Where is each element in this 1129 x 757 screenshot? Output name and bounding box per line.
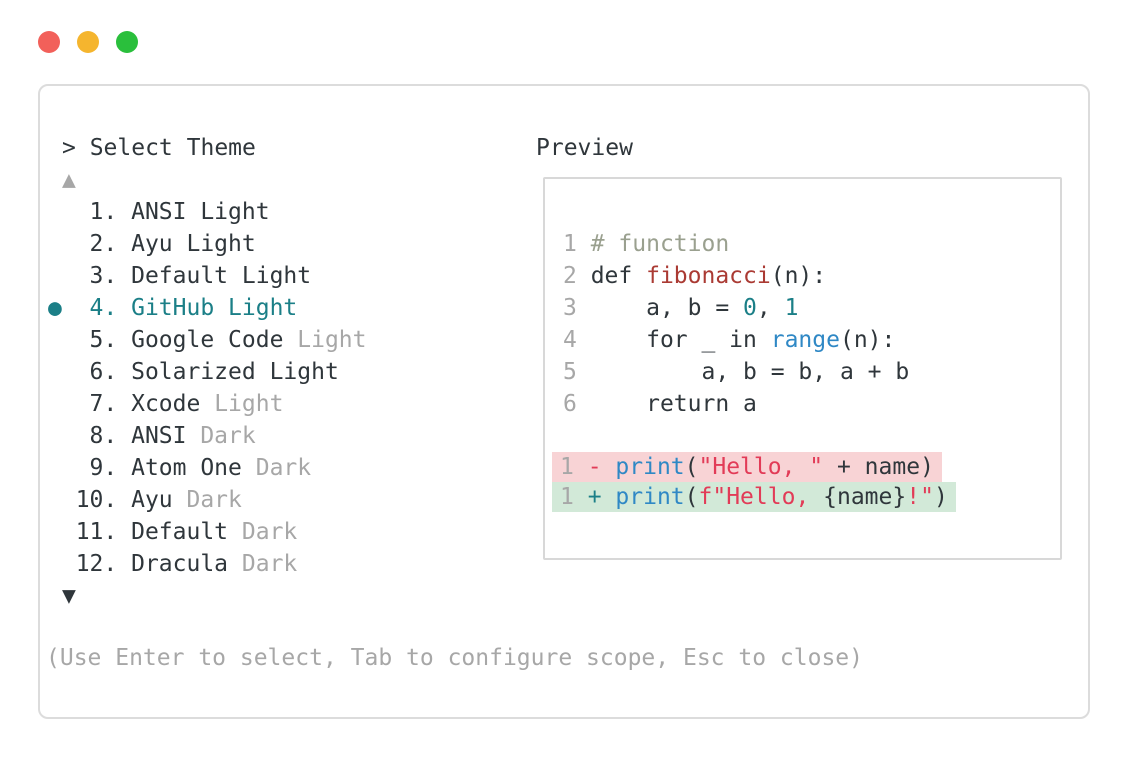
token-func: fibonacci bbox=[646, 263, 771, 289]
option-number: 11. bbox=[48, 519, 132, 545]
theme-variant-suffix: Dark bbox=[228, 551, 298, 577]
theme-name: Default Light bbox=[131, 263, 312, 289]
theme-option-1[interactable]: 1. ANSI Light bbox=[48, 196, 367, 228]
option-number: 10. bbox=[48, 487, 132, 513]
preview-label: Preview bbox=[536, 135, 633, 161]
diff-removed-line: 1 - print("Hello, " + name) bbox=[552, 452, 942, 482]
theme-option-11[interactable]: 11. Default Dark bbox=[48, 516, 367, 548]
theme-option-10[interactable]: 10. Ayu Dark bbox=[48, 484, 367, 516]
theme-variant-suffix: Light bbox=[200, 391, 284, 417]
line-number: 6 bbox=[563, 391, 591, 417]
token-text: (n): bbox=[770, 263, 827, 289]
option-number: 5. bbox=[48, 327, 132, 353]
theme-option-9[interactable]: 9. Atom One Dark bbox=[48, 452, 367, 484]
minus-sign: - bbox=[587, 454, 616, 480]
code-line-6: 6 return a bbox=[563, 388, 909, 420]
token-text: return a bbox=[590, 391, 757, 417]
theme-name: GitHub Light bbox=[131, 295, 298, 321]
code-line-1: 1 # function bbox=[563, 228, 909, 260]
maximize-button[interactable] bbox=[116, 31, 138, 53]
scroll-down-indicator: ▼ bbox=[62, 583, 76, 609]
token-string: f"Hello, bbox=[698, 484, 824, 510]
theme-option-12[interactable]: 12. Dracula Dark bbox=[48, 548, 367, 580]
theme-name: Ayu Light bbox=[131, 231, 256, 257]
token-text: a, b = b, a + b bbox=[590, 359, 910, 385]
line-number: 4 bbox=[563, 327, 591, 353]
theme-name: Default bbox=[131, 519, 229, 545]
theme-name: Google Code bbox=[131, 327, 284, 353]
code-line-3: 3 a, b = 0, 1 bbox=[563, 292, 909, 324]
code-line-2: 2 def fibonacci(n): bbox=[563, 260, 909, 292]
token-text: ( bbox=[684, 454, 699, 480]
code-line-5: 5 a, b = b, a + b bbox=[563, 356, 909, 388]
theme-variant-suffix: Dark bbox=[186, 423, 256, 449]
theme-variant-suffix: Dark bbox=[172, 487, 242, 513]
theme-option-6[interactable]: 6. Solarized Light bbox=[48, 356, 367, 388]
option-number: 1. bbox=[48, 199, 132, 225]
theme-variant-suffix: Dark bbox=[228, 519, 298, 545]
minimize-button[interactable] bbox=[77, 31, 99, 53]
token-text: , bbox=[756, 295, 785, 321]
option-number: 3. bbox=[48, 263, 132, 289]
line-number: 2 bbox=[563, 263, 591, 289]
plus-sign: + bbox=[587, 484, 616, 510]
theme-name: ANSI bbox=[131, 423, 187, 449]
theme-option-3[interactable]: 3. Default Light bbox=[48, 260, 367, 292]
theme-name: Xcode bbox=[131, 391, 201, 417]
theme-picker-panel: > Select Theme Preview ▲ 1. ANSI Light 2… bbox=[38, 84, 1090, 719]
option-number: 12. bbox=[48, 551, 132, 577]
token-text: {name} bbox=[823, 484, 907, 510]
token-text: def bbox=[590, 263, 647, 289]
window-controls bbox=[38, 31, 138, 53]
token-text: for _ in bbox=[590, 327, 771, 353]
theme-option-8[interactable]: 8. ANSI Dark bbox=[48, 420, 367, 452]
token-builtin: print bbox=[615, 484, 685, 510]
theme-name: Dracula bbox=[131, 551, 229, 577]
token-num: 0 bbox=[743, 295, 757, 321]
theme-variant-suffix: Light bbox=[283, 327, 367, 353]
footer-hint: (Use Enter to select, Tab to configure s… bbox=[46, 645, 863, 671]
option-number: 2. bbox=[48, 231, 132, 257]
line-number: 3 bbox=[563, 295, 591, 321]
theme-variant-suffix: Dark bbox=[241, 455, 312, 481]
token-string: "Hello, " bbox=[698, 454, 824, 480]
theme-name: Atom One bbox=[131, 455, 242, 481]
token-string: !" bbox=[906, 484, 934, 510]
theme-list: 1. ANSI Light 2. Ayu Light 3. Default Li… bbox=[48, 196, 367, 580]
line-number: 1 bbox=[560, 484, 588, 510]
token-text: (n): bbox=[839, 327, 896, 353]
token-text: a, b = bbox=[590, 295, 744, 321]
theme-name: Ayu bbox=[131, 487, 173, 513]
picker-title: > Select Theme bbox=[62, 135, 256, 161]
theme-option-5[interactable]: 5. Google Code Light bbox=[48, 324, 367, 356]
scroll-up-indicator: ▲ bbox=[62, 167, 76, 193]
token-text: + name) bbox=[823, 454, 934, 480]
theme-name: ANSI Light bbox=[131, 199, 270, 225]
line-number: 1 bbox=[560, 454, 588, 480]
token-builtin: print bbox=[615, 454, 685, 480]
theme-option-2[interactable]: 2. Ayu Light bbox=[48, 228, 367, 260]
theme-option-4[interactable]: ● 4. GitHub Light bbox=[48, 292, 367, 324]
option-number: 9. bbox=[48, 455, 132, 481]
option-number: 6. bbox=[48, 359, 132, 385]
close-button[interactable] bbox=[38, 31, 60, 53]
token-text: ( bbox=[684, 484, 699, 510]
token-num: 1 bbox=[784, 295, 799, 321]
code-line-4: 4 for _ in range(n): bbox=[563, 324, 909, 356]
diff-block: 1 - print("Hello, " + name)1 + print(f"H… bbox=[552, 452, 956, 512]
diff-added-line: 1 + print(f"Hello, {name}!") bbox=[552, 482, 956, 512]
token-text: ) bbox=[933, 484, 948, 510]
option-number: 8. bbox=[48, 423, 132, 449]
theme-option-7[interactable]: 7. Xcode Light bbox=[48, 388, 367, 420]
option-number: 7. bbox=[48, 391, 132, 417]
token-comment: # function bbox=[590, 231, 730, 257]
line-number: 5 bbox=[563, 359, 591, 385]
token-builtin: range bbox=[770, 327, 840, 353]
selected-marker-and-number: ● 4. bbox=[48, 295, 132, 321]
line-number: 1 bbox=[563, 231, 591, 257]
theme-name: Solarized Light bbox=[131, 359, 339, 385]
